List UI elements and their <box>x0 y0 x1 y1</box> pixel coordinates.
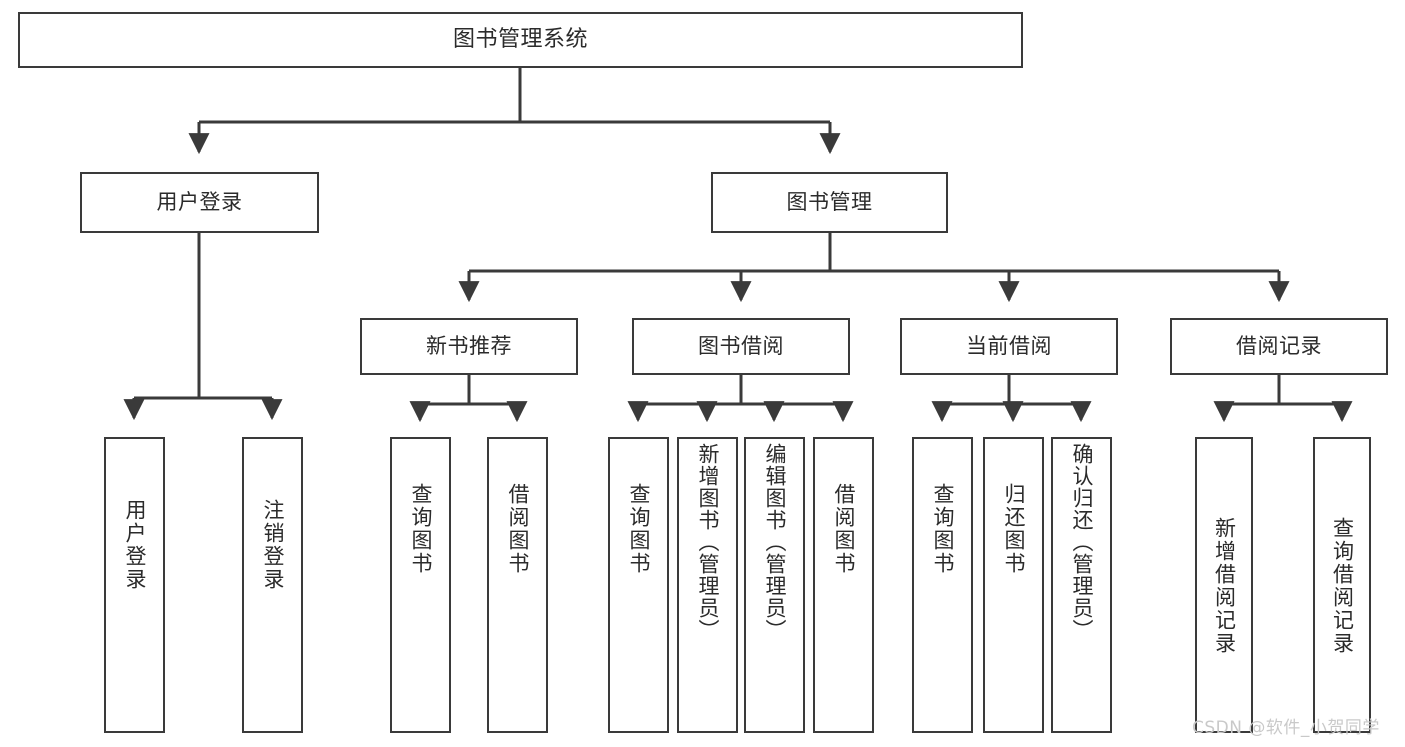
node-leaf-return-book-label: 归还图书 <box>1002 483 1026 575</box>
node-book-borrow[interactable]: 图书借阅 <box>632 318 850 375</box>
node-new-book-rec-label: 新书推荐 <box>426 333 512 358</box>
node-leaf-logout[interactable]: 注销登录 <box>242 437 303 733</box>
node-borrow-record[interactable]: 借阅记录 <box>1170 318 1388 375</box>
node-root-system[interactable]: 图书管理系统 <box>18 12 1023 68</box>
node-leaf-query-book-2-label: 查询图书 <box>627 483 651 575</box>
node-leaf-confirm-return[interactable]: 确认归还（管理员） <box>1051 437 1112 733</box>
node-leaf-add-record[interactable]: 新增借阅记录 <box>1195 437 1253 733</box>
node-user-login-label: 用户登录 <box>156 189 243 214</box>
node-leaf-query-book-2[interactable]: 查询图书 <box>608 437 669 733</box>
node-leaf-borrow-book-1[interactable]: 借阅图书 <box>487 437 548 733</box>
node-book-manage[interactable]: 图书管理 <box>711 172 948 233</box>
node-leaf-borrow-book-2-label: 借阅图书 <box>832 483 856 575</box>
node-leaf-edit-book-label: 编辑图书（管理员） <box>763 443 787 641</box>
node-leaf-return-book[interactable]: 归还图书 <box>983 437 1044 733</box>
node-book-borrow-label: 图书借阅 <box>698 333 784 358</box>
node-leaf-query-book-3-label: 查询图书 <box>931 483 955 575</box>
node-leaf-query-record[interactable]: 查询借阅记录 <box>1313 437 1371 733</box>
node-leaf-borrow-book-1-label: 借阅图书 <box>506 483 530 575</box>
csdn-watermark: CSDN @软件_小贺同学 <box>1192 718 1380 738</box>
node-book-manage-label: 图书管理 <box>786 189 873 214</box>
node-leaf-add-book[interactable]: 新增图书（管理员） <box>677 437 738 733</box>
node-leaf-query-book-1[interactable]: 查询图书 <box>390 437 451 733</box>
node-leaf-logout-label: 注销登录 <box>261 499 285 591</box>
node-current-borrow[interactable]: 当前借阅 <box>900 318 1118 375</box>
node-leaf-query-book-3[interactable]: 查询图书 <box>912 437 973 733</box>
node-user-login[interactable]: 用户登录 <box>80 172 319 233</box>
node-leaf-confirm-return-label: 确认归还（管理员） <box>1070 443 1094 641</box>
node-leaf-user-login[interactable]: 用户登录 <box>104 437 165 733</box>
node-leaf-add-book-label: 新增图书（管理员） <box>696 443 720 641</box>
node-leaf-user-login-label: 用户登录 <box>123 499 147 591</box>
node-leaf-edit-book[interactable]: 编辑图书（管理员） <box>744 437 805 733</box>
node-root-label: 图书管理系统 <box>452 26 588 52</box>
node-new-book-rec[interactable]: 新书推荐 <box>360 318 578 375</box>
node-borrow-record-label: 借阅记录 <box>1236 333 1322 358</box>
node-leaf-query-record-label: 查询借阅记录 <box>1330 517 1355 655</box>
node-leaf-borrow-book-2[interactable]: 借阅图书 <box>813 437 874 733</box>
node-leaf-add-record-label: 新增借阅记录 <box>1212 517 1237 655</box>
node-leaf-query-book-1-label: 查询图书 <box>409 483 433 575</box>
node-current-borrow-label: 当前借阅 <box>966 333 1052 358</box>
